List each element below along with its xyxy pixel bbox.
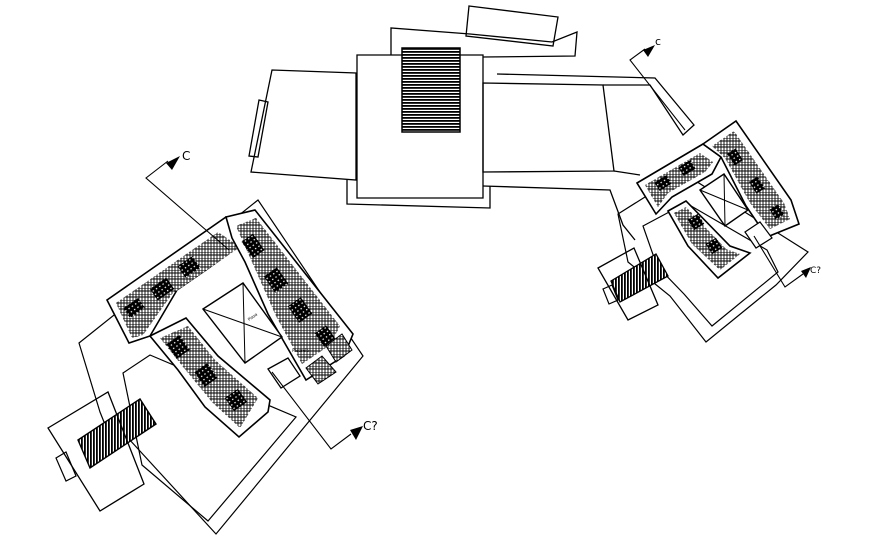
left-room-fixtures xyxy=(123,233,336,412)
left-building: Plaza Pasarela xyxy=(48,200,363,534)
left-section-mark-bottom: C? xyxy=(363,419,378,433)
central-west-annex xyxy=(249,100,268,157)
right-section-mark-bottom: C? xyxy=(810,266,821,276)
left-service-room xyxy=(268,358,300,388)
right-entry-pavilion xyxy=(598,248,658,320)
north-link xyxy=(391,28,577,57)
central-west-wing xyxy=(251,70,356,180)
central-stair xyxy=(402,48,460,132)
left-stair-label: Pasarela xyxy=(292,348,309,353)
right-room-fixtures xyxy=(654,148,785,255)
left-entry-pavilion xyxy=(48,392,144,511)
right-entry-step xyxy=(603,285,618,304)
left-patio-label: Plaza xyxy=(247,311,259,321)
east-corridor-outer xyxy=(483,186,635,240)
right-section-mark-top: c xyxy=(655,35,661,48)
left-section-mark-top: C xyxy=(182,149,190,163)
right-section-arrow-bottom xyxy=(801,267,811,278)
left-section-arrow-bottom xyxy=(350,426,363,440)
right-section-arrow-top xyxy=(643,45,655,57)
north-pavilion xyxy=(466,6,558,46)
right-building xyxy=(598,121,808,342)
right-section-line-bottom xyxy=(754,236,803,287)
left-section-arrow-top xyxy=(166,156,180,170)
left-section-line-bottom xyxy=(272,372,351,449)
left-outer-plinth xyxy=(79,200,363,534)
east-corridor xyxy=(483,83,614,172)
right-service-room xyxy=(745,222,772,248)
left-entry-step xyxy=(56,452,76,481)
left-section-line-top xyxy=(146,161,229,250)
left-bridge xyxy=(78,399,156,468)
east-corridor-upper xyxy=(497,74,694,135)
central-building xyxy=(249,6,694,240)
central-south-terrace xyxy=(347,180,490,208)
left-terrace xyxy=(123,355,296,521)
right-section-line-top xyxy=(630,49,685,130)
